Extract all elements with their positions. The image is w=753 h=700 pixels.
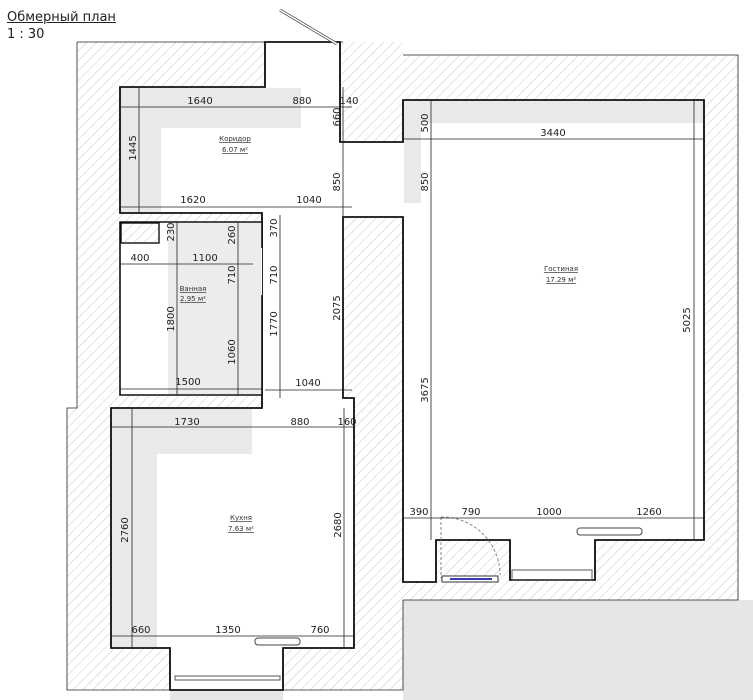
radiator-kitchen (254, 637, 301, 646)
room-name-bathroom: Ванная (180, 285, 207, 293)
dim-kitchen-880: 880 (290, 417, 309, 428)
room-name-corridor: Коридор (219, 135, 251, 143)
balcony-door (279, 8, 338, 46)
dim-living-3440: 3440 (540, 128, 565, 139)
room-name-living: Гостиная (544, 265, 578, 273)
kitchen-window (174, 675, 281, 681)
dim-bath-710-b: 710 (269, 265, 280, 284)
dim-kitchen-760: 760 (310, 625, 329, 636)
dim-kitchen-660: 660 (131, 625, 150, 636)
dim-kitchen-2680: 2680 (333, 512, 344, 537)
dim-living-500: 500 (420, 113, 431, 132)
dim-bath-400: 400 (130, 253, 149, 264)
dim-corridor-1445: 1445 (128, 135, 139, 160)
interior-shadows (112, 88, 703, 647)
dim-bath-1060: 1060 (227, 339, 238, 364)
dim-living-790: 790 (461, 507, 480, 518)
dim-living-3675: 3675 (420, 377, 431, 402)
bathroom (119, 221, 263, 396)
dim-kitchen-2760: 2760 (120, 517, 131, 542)
dim-kitchen-160: 160 (337, 417, 356, 428)
dim-living-390: 390 (409, 507, 428, 518)
room-area-corridor: 6.07 м² (222, 146, 248, 154)
dim-bath-1800: 1800 (166, 306, 177, 331)
room-area-living: 17.29 м² (546, 276, 577, 284)
dim-bath-370: 370 (269, 218, 280, 237)
dim-hall-2075: 2075 (332, 295, 343, 320)
dim-bath-230: 230 (166, 222, 177, 241)
dim-living-5025: 5025 (682, 307, 693, 332)
dim-living-1260: 1260 (636, 507, 661, 518)
dim-living-850: 850 (420, 172, 431, 191)
room-area-kitchen: 7.63 м² (228, 525, 254, 533)
dim-bath-1770: 1770 (269, 311, 280, 336)
dim-living-1000: 1000 (536, 507, 561, 518)
dim-corridor-660: 660 (332, 107, 343, 126)
plan-scale: 1 : 30 (7, 27, 45, 42)
dim-corridor-880: 880 (292, 96, 311, 107)
dim-corridor-1640: 1640 (187, 96, 212, 107)
room-name-kitchen: Кухня (230, 514, 252, 522)
exterior-shadow (170, 600, 753, 700)
plan-title: Обмерный план (7, 10, 116, 25)
bath-niche (120, 222, 160, 244)
dim-bath-1500: 1500 (175, 377, 200, 388)
dim-bath-260: 260 (227, 225, 238, 244)
dim-corridor-850: 850 (332, 172, 343, 191)
dim-corridor-1040: 1040 (296, 195, 321, 206)
dim-bath-1100: 1100 (192, 253, 217, 264)
dim-hall-1040: 1040 (295, 378, 320, 389)
dim-corridor-140: 140 (339, 96, 358, 107)
dim-corridor-1620: 1620 (180, 195, 205, 206)
dimension-lines (111, 87, 704, 648)
dim-kitchen-1350: 1350 (215, 625, 240, 636)
radiator-living (576, 527, 643, 536)
dim-kitchen-1730: 1730 (174, 417, 199, 428)
room-area-bathroom: 2.95 м² (180, 295, 206, 303)
dim-bath-710-a: 710 (227, 265, 238, 284)
